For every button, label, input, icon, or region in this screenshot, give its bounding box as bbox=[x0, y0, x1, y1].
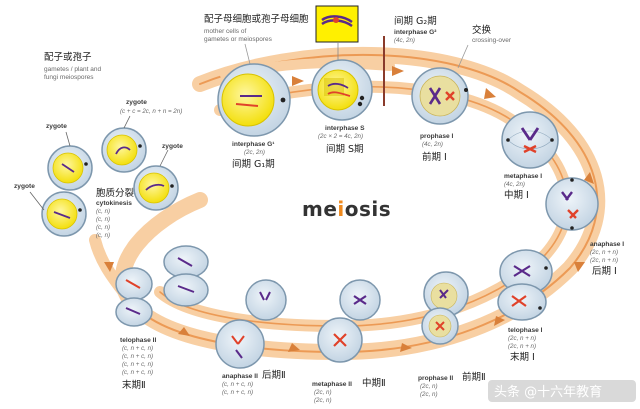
t2-en: telophase II bbox=[120, 337, 156, 344]
g1-en: interphase G¹ bbox=[232, 141, 275, 148]
p2-formula2: (2c, n) bbox=[420, 391, 438, 398]
a1-formula2: (2c, n + n) bbox=[590, 257, 618, 264]
mother-cell-label-en1: mother cells of bbox=[204, 28, 246, 35]
t1-en: telophase I bbox=[508, 327, 543, 334]
p1-cn: 前期 I bbox=[422, 151, 447, 163]
cell-anaphase-1 bbox=[545, 177, 599, 231]
s-formula: (2c × 2 = 4c, 2n) bbox=[318, 133, 363, 140]
s-en: interphase S bbox=[325, 125, 365, 132]
t2-formula3: (c, n + c, n) bbox=[122, 361, 153, 368]
p2-formula1: (2c, n) bbox=[420, 383, 438, 390]
cell-interphase-g1 bbox=[217, 63, 291, 137]
interphase-g2-label-formula: (4c, 2n) bbox=[394, 37, 415, 44]
g1-formula: (2c, 2n) bbox=[244, 149, 265, 156]
track-inner-line bbox=[159, 85, 568, 327]
zygote-formula: (c + c = 2c, n + n = 2n) bbox=[120, 108, 182, 115]
a2-formula1: (c, n + c, n) bbox=[222, 381, 253, 388]
cell-metaphase-1 bbox=[501, 111, 559, 169]
zoom-chromatid-purple bbox=[321, 15, 353, 23]
crossover-label-cn: 交换 bbox=[472, 24, 492, 36]
a1-formula1: (2c, n + n) bbox=[590, 249, 618, 256]
t1-formula2: (2c, n + n) bbox=[508, 343, 536, 350]
gametes-label-en1: gametes / plant and bbox=[44, 66, 101, 73]
watermark-text: 头条 @十六年教育 bbox=[494, 384, 602, 400]
cyto-f2: (c, n) bbox=[96, 216, 110, 223]
m2-formula2: (2c, n) bbox=[314, 397, 332, 404]
crossover-label-en: crossing-over bbox=[472, 37, 512, 44]
t2-formula1: (c, n + c, n) bbox=[122, 345, 153, 352]
m1-cn: 中期 I bbox=[504, 189, 529, 201]
cyto-cn: 胞质分裂 bbox=[96, 187, 135, 199]
cell-prophase-1 bbox=[411, 67, 469, 125]
m1-formula: (4c, 2n) bbox=[504, 181, 525, 188]
p2-cn: 前期Ⅱ bbox=[462, 371, 486, 383]
arrow-5 bbox=[574, 262, 585, 272]
m2-cn: 中期Ⅱ bbox=[362, 377, 386, 389]
mother-cell-label-cn: 配子母细胞或孢子母细胞 bbox=[204, 13, 309, 25]
gamete-2 bbox=[101, 127, 147, 173]
t1-formula1: (2c, n + n) bbox=[508, 335, 536, 342]
s-cn: 间期 S期 bbox=[326, 143, 364, 155]
zygote-annotations bbox=[29, 115, 169, 211]
a1-cn: 后期 I bbox=[592, 266, 617, 277]
interphase-g2-label-cn: 间期 G₂期 bbox=[394, 15, 437, 27]
cell-telophase-2 bbox=[115, 245, 209, 327]
t1-cn: 末期 I bbox=[510, 351, 535, 363]
g1-cn: 间期 G₁期 bbox=[232, 158, 275, 170]
t2-formula2: (c, n + c, n) bbox=[122, 353, 153, 360]
cell-metaphase-2 bbox=[317, 279, 381, 363]
m2-en: metaphase II bbox=[312, 381, 352, 388]
arrow-9 bbox=[178, 327, 190, 336]
zygote-label-4: zygote bbox=[14, 183, 35, 190]
gamete-4 bbox=[41, 191, 87, 237]
arrow-8 bbox=[288, 343, 300, 352]
s-phase-zoom-inset bbox=[315, 5, 359, 66]
arrow-3 bbox=[484, 88, 496, 99]
cyto-f3: (c, n) bbox=[96, 224, 110, 231]
cell-interphase-s bbox=[311, 59, 373, 121]
zygote-label-3: zygote bbox=[162, 143, 183, 150]
t2-formula4: (c, n + c, n) bbox=[122, 369, 153, 376]
zygote-label-2: zygote bbox=[126, 99, 147, 106]
t2-cn: 末期Ⅱ bbox=[122, 379, 146, 391]
p1-formula: (4c, 2n) bbox=[422, 141, 443, 148]
arrow-6 bbox=[494, 316, 505, 326]
title: meiosis bbox=[302, 197, 391, 221]
p2-en: prophase II bbox=[418, 375, 453, 382]
crossover-pointer bbox=[457, 44, 469, 69]
cell-anaphase-2 bbox=[215, 279, 287, 369]
a2-cn: 后期Ⅱ bbox=[262, 370, 286, 381]
cell-prophase-2 bbox=[421, 271, 469, 345]
gametes-label-en2: fungi meiospores bbox=[44, 74, 94, 81]
mother-cell-pointer bbox=[244, 43, 251, 65]
arrow-7 bbox=[400, 343, 412, 352]
arrow-4 bbox=[584, 172, 594, 184]
gamete-1 bbox=[47, 145, 93, 191]
interphase-g2-label-en: interphase G² bbox=[394, 29, 437, 36]
arrow-10 bbox=[104, 262, 114, 272]
m1-en: metaphase I bbox=[504, 173, 542, 180]
cyto-f4: (c, n) bbox=[96, 232, 110, 239]
track-outer-line bbox=[129, 53, 599, 354]
a2-en: anaphase II bbox=[222, 373, 258, 380]
p1-en: prophase I bbox=[420, 133, 454, 140]
a1-en: anaphase I bbox=[590, 241, 624, 248]
gamete-cells bbox=[41, 127, 179, 237]
mother-cell-label-en2: gametes or meiospores bbox=[204, 36, 273, 43]
cell-telophase-1 bbox=[497, 249, 553, 321]
zygote-label-1: zygote bbox=[46, 123, 67, 130]
gametes-label-cn: 配子或孢子 bbox=[44, 51, 92, 63]
gamete-3 bbox=[133, 165, 179, 211]
arrow-2 bbox=[392, 66, 404, 76]
arrow-1 bbox=[292, 76, 304, 86]
m2-formula1: (2c, n) bbox=[314, 389, 332, 396]
watermark: 头条 @十六年教育 bbox=[488, 380, 636, 402]
cyto-en: cytokinesis bbox=[96, 200, 132, 207]
cyto-f1: (c, n) bbox=[96, 208, 110, 215]
a2-formula2: (c, n + c, n) bbox=[222, 389, 253, 396]
zoom-centromere bbox=[333, 17, 339, 23]
